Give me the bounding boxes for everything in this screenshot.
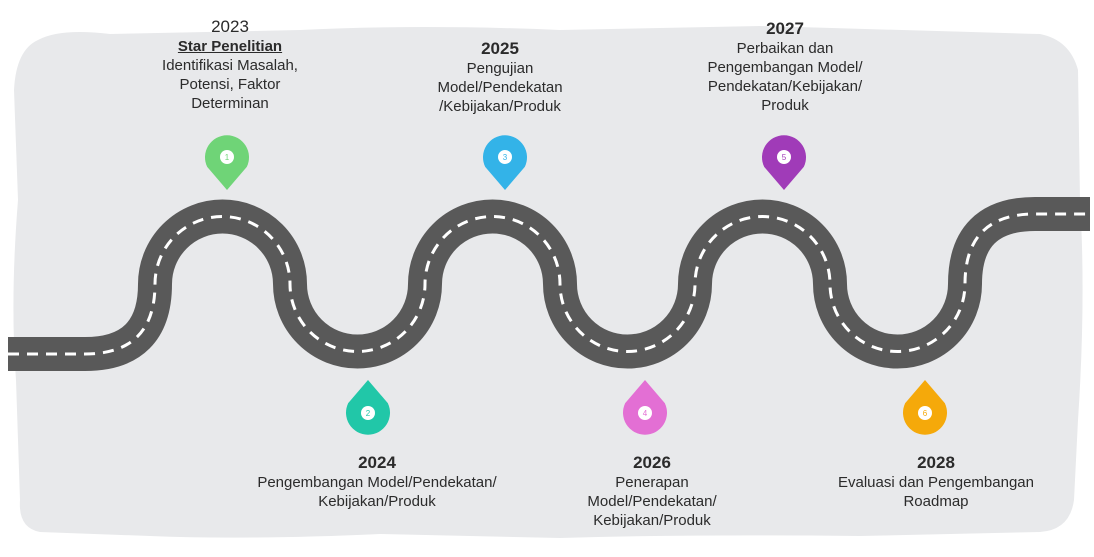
pin-number: 5 (782, 153, 787, 162)
milestone-2025: 2025 Pengujian Model/Pendekatan /Kebijak… (405, 38, 595, 116)
milestone-year: 2024 (358, 453, 396, 472)
milestone-year: 2023 (211, 17, 249, 36)
milestone-heading: Star Penelitian (177, 38, 283, 55)
map-pin-icon: 3 (483, 135, 527, 190)
milestone-description: Perbaikan dan Pengembangan Model/ Pendek… (707, 40, 863, 114)
milestone-2028: 2028 Evaluasi dan Pengembangan Roadmap (805, 452, 1067, 511)
road-center-line (8, 212, 1090, 356)
milestone-description: Pengujian Model/Pendekatan /Kebijakan/Pr… (437, 60, 563, 115)
milestone-description: Penerapan Model/Pendekatan/ Kebijakan/Pr… (587, 474, 717, 529)
pin-number: 3 (503, 153, 508, 162)
map-pins: 1 2 3 4 5 6 (205, 135, 947, 435)
map-pin-icon: 1 (205, 135, 249, 190)
pin-number: 2 (366, 409, 371, 418)
pin-number-circle (220, 150, 234, 164)
milestone-year: 2025 (481, 39, 519, 58)
milestone-description: Evaluasi dan Pengembangan Roadmap (838, 474, 1034, 510)
map-pin-icon: 2 (346, 380, 391, 435)
pin-number: 4 (643, 409, 648, 418)
milestone-description: Identifikasi Masalah, Potensi, Faktor De… (162, 57, 298, 112)
pin-number-circle (918, 406, 932, 420)
milestone-2026: 2026 Penerapan Model/Pendekatan/ Kebijak… (552, 452, 752, 530)
milestone-year: 2027 (766, 19, 804, 38)
pin-number-circle (777, 150, 791, 164)
milestone-2023: 2023 Star Penelitian Identifikasi Masala… (130, 16, 330, 113)
milestone-year: 2026 (633, 453, 671, 472)
milestone-2024: 2024 Pengembangan Model/Pendekatan/ Kebi… (227, 452, 527, 511)
pin-number-circle (361, 406, 375, 420)
map-pin-icon: 5 (762, 135, 806, 190)
map-pin-icon: 6 (903, 380, 947, 435)
pin-number-circle (498, 150, 512, 164)
pin-number-circle (638, 406, 652, 420)
milestone-description: Pengembangan Model/Pendekatan/ Kebijakan… (257, 474, 497, 510)
pin-number: 6 (923, 409, 928, 418)
milestone-2027: 2027 Perbaikan dan Pengembangan Model/ P… (670, 18, 900, 115)
pin-number: 1 (225, 153, 230, 162)
milestone-year: 2028 (917, 453, 955, 472)
map-pin-icon: 4 (623, 380, 667, 435)
